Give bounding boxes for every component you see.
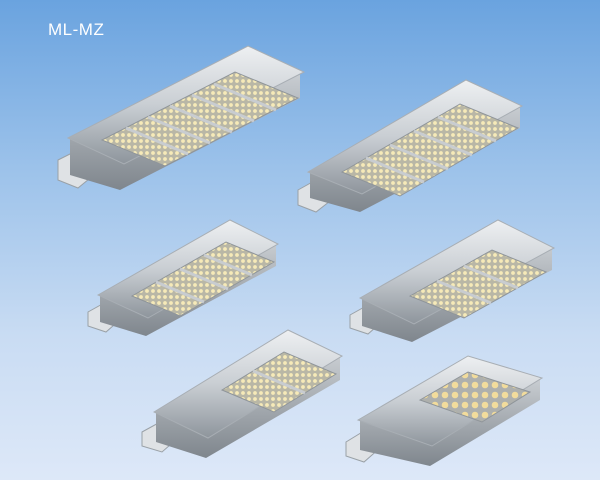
- lamp-4-module: [87, 219, 280, 336]
- model-label: ML-MZ: [48, 20, 105, 39]
- lamp-2-module: [141, 329, 344, 458]
- lamp-3-module-a: [349, 219, 556, 342]
- lamp-5-module: [297, 79, 524, 213]
- lamp-6-module: [57, 45, 306, 190]
- lamp-1-module: [345, 355, 544, 466]
